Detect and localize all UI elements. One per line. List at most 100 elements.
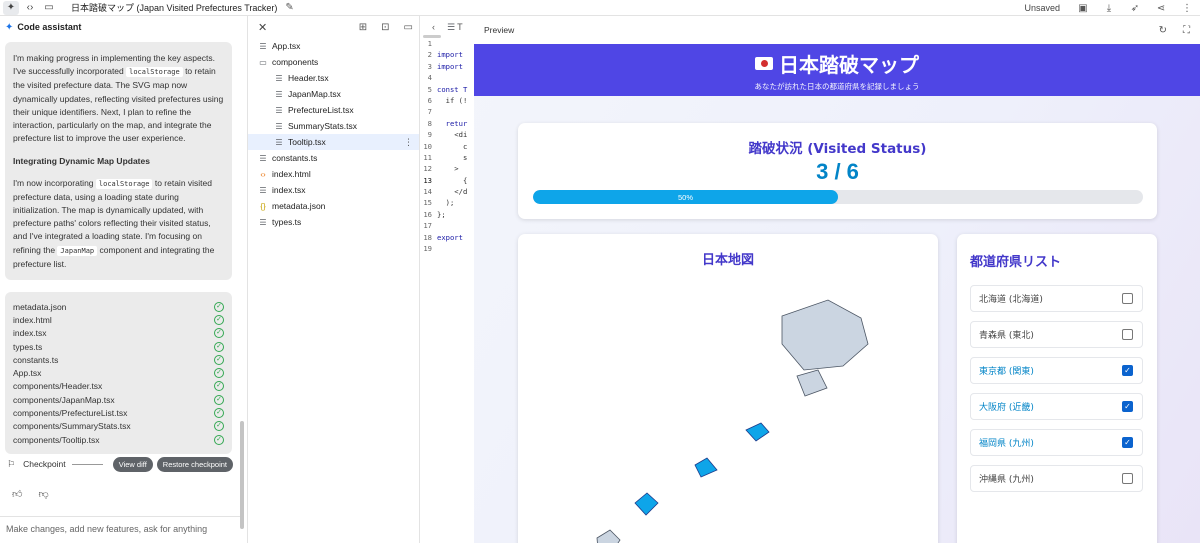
map-prefecture-okinawa[interactable] — [596, 529, 621, 543]
thumbs-up-icon[interactable]: 👍︎ — [12, 489, 23, 500]
prefecture-item[interactable]: 東京都 (関東)✓ — [970, 357, 1143, 384]
code-line: 8 retur — [420, 118, 474, 129]
thumbs-down-icon[interactable]: 👎︎ — [38, 489, 49, 500]
explorer-file[interactable]: ☰PrefectureList.tsx — [248, 102, 419, 118]
changed-file-item[interactable]: components/PrefectureList.tsx✓ — [13, 406, 224, 419]
prefecture-checkbox[interactable] — [1122, 293, 1133, 304]
file-explorer: ✕ ⊞ ⊡ ▭ ☰App.tsx▭components☰Header.tsx☰J… — [248, 16, 420, 543]
explorer-file[interactable]: ☰constants.ts — [248, 150, 419, 166]
check-circle-icon: ✓ — [214, 301, 224, 312]
changed-file-item[interactable]: constants.ts✓ — [13, 353, 224, 366]
download-icon[interactable]: ⤓ — [1106, 2, 1112, 14]
map-prefecture-osaka[interactable] — [694, 457, 718, 478]
assistant-prompt-input[interactable]: Make changes, add new features, ask for … — [0, 516, 240, 543]
prefecture-item[interactable]: 青森県 (東北) — [970, 321, 1143, 348]
message-text: to retain the visited prefecture data. T… — [13, 66, 224, 144]
file-icon: ☰ — [275, 137, 283, 147]
inline-code: localStorage — [126, 67, 183, 78]
fullscreen-icon[interactable]: ⛶ — [1183, 24, 1190, 36]
checkpoint-label: Checkpoint — [23, 459, 66, 469]
changed-file-item[interactable]: App.tsx✓ — [13, 366, 224, 379]
changed-file-name: components/JapanMap.tsx — [13, 394, 115, 405]
file-icon: ☰ — [259, 185, 267, 195]
chevron-left-icon[interactable]: ‹ — [432, 22, 435, 32]
editor-tab-bar: ‹ ☰ T — [420, 16, 474, 38]
explorer-file[interactable]: {}metadata.json — [248, 198, 419, 214]
assistant-title: Code assistant — [17, 22, 82, 32]
view-diff-button[interactable]: View diff — [112, 456, 153, 472]
explorer-file[interactable]: ☰JapanMap.tsx — [248, 86, 419, 102]
code-line: 19 — [420, 243, 474, 254]
explorer-folder[interactable]: ▭components — [248, 54, 419, 70]
map-prefecture-tokyo[interactable] — [745, 422, 770, 442]
message-text: to retain visited prefecture data, using… — [13, 177, 212, 255]
explorer-file[interactable]: ☰types.ts — [248, 214, 419, 230]
explorer-file[interactable]: ‹›index.html — [248, 166, 419, 182]
folder-icon: ▭ — [259, 57, 267, 67]
explorer-file[interactable]: ☰index.tsx — [248, 182, 419, 198]
prefecture-checkbox[interactable]: ✓ — [1122, 437, 1133, 448]
save-icon[interactable]: ▣ — [1078, 2, 1088, 14]
map-prefecture-aomori[interactable] — [796, 369, 828, 397]
app-header: 日本踏破マップ あなたが訪れた日本の都道府県を記録しましょう — [474, 44, 1200, 96]
close-icon[interactable]: ✕ — [258, 21, 268, 34]
changed-file-item[interactable]: index.tsx✓ — [13, 327, 224, 340]
prefecture-item[interactable]: 北海道 (北海道) — [970, 285, 1143, 312]
edit-title-icon[interactable]: ✎ — [285, 2, 294, 13]
preview-header: Preview ↻ ⛶ — [474, 16, 1200, 44]
changed-file-item[interactable]: types.ts✓ — [13, 340, 224, 353]
map-prefecture-hokkaido[interactable] — [781, 299, 869, 371]
editor-tab[interactable]: T — [457, 22, 463, 32]
editor-h-scrollbar[interactable] — [423, 35, 441, 38]
explorer-item-label: SummaryStats.tsx — [288, 121, 357, 131]
code-icon[interactable]: ‹› — [26, 2, 34, 13]
app-subtitle: あなたが訪れた日本の都道府県を記録しましょう — [754, 81, 920, 91]
code-text: </d — [437, 187, 468, 197]
new-folder-icon[interactable]: ▭ — [403, 21, 413, 33]
deploy-icon[interactable]: ➶ — [1130, 2, 1140, 14]
file-icon: ☰ — [259, 153, 267, 163]
code-text: }; — [437, 209, 446, 219]
prefecture-checkbox[interactable]: ✓ — [1122, 401, 1133, 412]
assistant-scrollbar[interactable] — [240, 421, 244, 529]
code-line: 4 — [420, 72, 474, 83]
more-icon[interactable]: ⋮ — [1182, 2, 1192, 14]
explorer-file[interactable]: ☰Tooltip.tsx⋮ — [248, 134, 419, 150]
restore-checkpoint-button[interactable]: Restore checkpoint — [156, 456, 233, 472]
prefecture-label: 沖縄県 (九州) — [979, 475, 1034, 485]
share-icon[interactable]: ⋖ — [1156, 2, 1166, 14]
line-number: 19 — [423, 244, 432, 254]
changed-file-item[interactable]: components/JapanMap.tsx✓ — [13, 393, 224, 406]
more-options-icon[interactable]: ⋮ — [404, 136, 413, 147]
changed-files-list: metadata.json✓index.html✓index.tsx✓types… — [5, 292, 232, 454]
prefecture-item[interactable]: 福岡県 (九州)✓ — [970, 429, 1143, 456]
explorer-file[interactable]: ☰App.tsx — [248, 38, 419, 54]
changed-file-item[interactable]: index.html✓ — [13, 313, 224, 326]
map-prefecture-fukuoka[interactable] — [634, 492, 659, 516]
prefecture-checkbox[interactable] — [1122, 329, 1133, 340]
prefecture-item[interactable]: 沖縄県 (九州) — [970, 465, 1143, 492]
changed-file-name: index.html — [13, 314, 52, 325]
prefecture-item[interactable]: 大阪府 (近畿)✓ — [970, 393, 1143, 420]
assistant-message: I'm making progress in implementing the … — [5, 42, 232, 280]
sparkle-icon[interactable]: ✦ — [3, 0, 19, 15]
changed-file-item[interactable]: metadata.json✓ — [13, 300, 224, 313]
changed-file-item[interactable]: components/Tooltip.tsx✓ — [13, 433, 224, 446]
flag-icon: ⚐ — [7, 458, 16, 469]
explorer-file[interactable]: ☰SummaryStats.tsx — [248, 118, 419, 134]
check-circle-icon: ✓ — [214, 328, 224, 339]
upload-file-icon[interactable]: ⊡ — [381, 21, 390, 33]
prefecture-checkbox[interactable]: ✓ — [1122, 365, 1133, 376]
refresh-icon[interactable]: ↻ — [1158, 24, 1167, 36]
changed-file-item[interactable]: components/SummaryStats.tsx✓ — [13, 420, 224, 433]
new-file-icon[interactable]: ⊞ — [358, 21, 368, 33]
check-circle-icon: ✓ — [214, 368, 224, 379]
book-icon[interactable]: ▭ — [44, 2, 54, 13]
code-text: if (! — [437, 95, 468, 105]
line-number: 16 — [423, 209, 432, 219]
prefecture-checkbox[interactable] — [1122, 473, 1133, 484]
line-number: 18 — [423, 232, 432, 242]
changed-file-item[interactable]: components/Header.tsx✓ — [13, 380, 224, 393]
explorer-file[interactable]: ☰Header.tsx — [248, 70, 419, 86]
